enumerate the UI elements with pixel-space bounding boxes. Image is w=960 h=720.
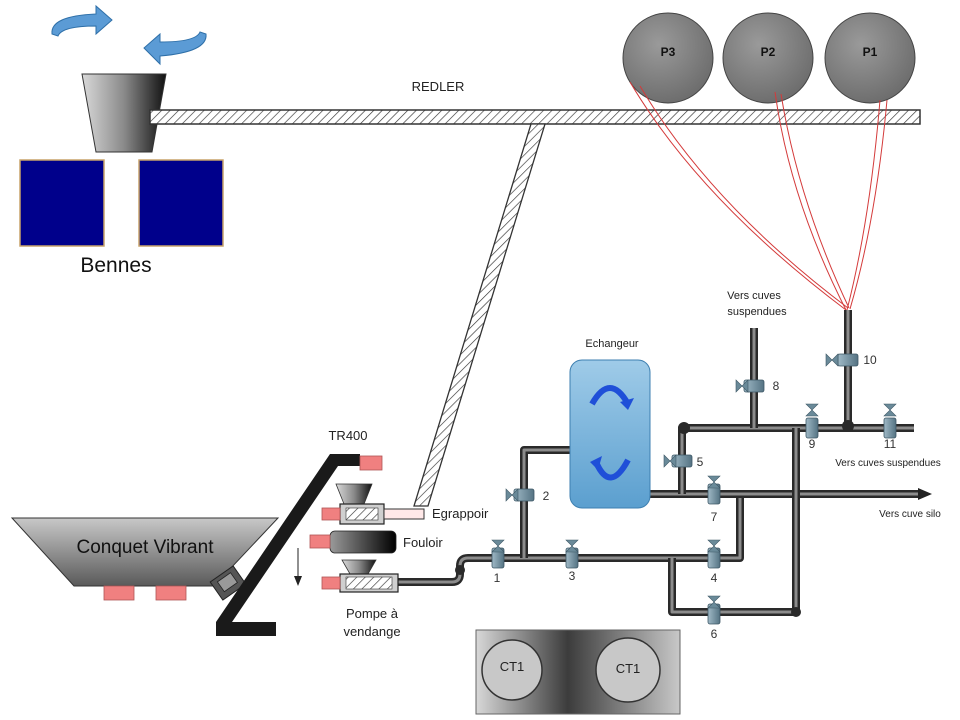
benne-1 <box>19 159 105 247</box>
echangeur <box>569 359 651 509</box>
vers-cuves-suspendues-top-1: Vers cuves <box>727 290 781 302</box>
tr400-label: TR400 <box>328 428 367 443</box>
ct1-label-2: CT1 <box>616 661 641 676</box>
tr400-elevator <box>216 454 360 622</box>
inclined-conveyor <box>413 123 546 507</box>
fouloir-label: Fouloir <box>403 535 443 550</box>
benne-2 <box>138 159 224 247</box>
egrappoir-outlet <box>383 508 425 520</box>
valve-5[interactable]: 5 <box>663 454 704 469</box>
press-p3: P3 <box>622 12 714 104</box>
pompe-screw <box>345 576 393 590</box>
fouloir-motor <box>309 534 331 549</box>
ct1-label-1: CT1 <box>500 659 525 674</box>
fouloir-body <box>329 530 397 554</box>
svg-text:4: 4 <box>711 571 718 585</box>
svg-text:5: 5 <box>697 455 704 469</box>
valve-8[interactable]: 8 <box>735 379 780 393</box>
svg-text:11: 11 <box>884 437 897 451</box>
bennes-label: Bennes <box>80 254 151 277</box>
pompe-motor <box>321 576 341 590</box>
conquet-motor-1 <box>103 585 135 601</box>
rotation-icon <box>51 4 207 66</box>
pompe-label-1: Pompe à <box>346 606 399 621</box>
svg-text:2: 2 <box>543 489 550 503</box>
conquet-motor-2 <box>155 585 187 601</box>
svg-text:6: 6 <box>711 627 718 641</box>
svg-text:P1: P1 <box>863 45 878 59</box>
svg-text:7: 7 <box>711 510 718 524</box>
conquet-outlet <box>209 565 247 601</box>
valve-7[interactable]: 7 <box>707 475 721 524</box>
valve-6[interactable]: 6 <box>707 595 721 641</box>
valve-11[interactable]: 11 <box>883 403 897 451</box>
redler-label: REDLER <box>412 79 465 94</box>
egrappoir-label: Egrappoir <box>432 506 489 521</box>
valve-3[interactable]: 3 <box>565 539 579 583</box>
vers-cuve-silo: Vers cuve silo <box>879 509 941 520</box>
silo-arrow-icon <box>918 488 932 500</box>
conquet-label: Conquet Vibrant <box>77 537 215 558</box>
vers-cuves-suspendues-right: Vers cuves suspendues <box>835 458 941 469</box>
valve-2[interactable]: 2 <box>505 488 550 503</box>
redler-conveyor <box>149 109 921 125</box>
press-p2: P2 <box>722 12 814 104</box>
svg-text:P2: P2 <box>761 45 776 59</box>
tr400-motor <box>359 455 383 471</box>
egrappoir-hopper <box>335 483 373 505</box>
svg-text:P3: P3 <box>661 45 676 59</box>
tr400-bottom <box>216 622 276 636</box>
svg-text:3: 3 <box>569 569 576 583</box>
piping-network <box>398 310 920 617</box>
press-p1: P1 <box>824 12 916 104</box>
valve-4[interactable]: 4 <box>707 539 721 585</box>
egrappoir-motor <box>321 507 341 521</box>
receiving-hopper <box>81 73 167 153</box>
echangeur-label: Echangeur <box>585 338 639 350</box>
press-hoses <box>629 81 888 311</box>
valve-10[interactable]: 10 <box>825 353 877 367</box>
svg-text:9: 9 <box>809 437 816 451</box>
valve-9[interactable]: 9 <box>805 403 819 451</box>
vers-cuves-suspendues-top-2: suspendues <box>727 306 787 318</box>
ct1-unit: CT1 CT1 <box>475 629 681 715</box>
pompe-label-2: vendange <box>343 624 400 639</box>
svg-text:1: 1 <box>494 571 501 585</box>
egrappoir-screw <box>345 507 379 521</box>
svg-text:8: 8 <box>773 379 780 393</box>
valve-1[interactable]: 1 <box>491 539 505 585</box>
pompe-hopper <box>341 559 377 575</box>
svg-text:10: 10 <box>863 353 877 367</box>
drop-arrow-icon <box>294 576 302 586</box>
